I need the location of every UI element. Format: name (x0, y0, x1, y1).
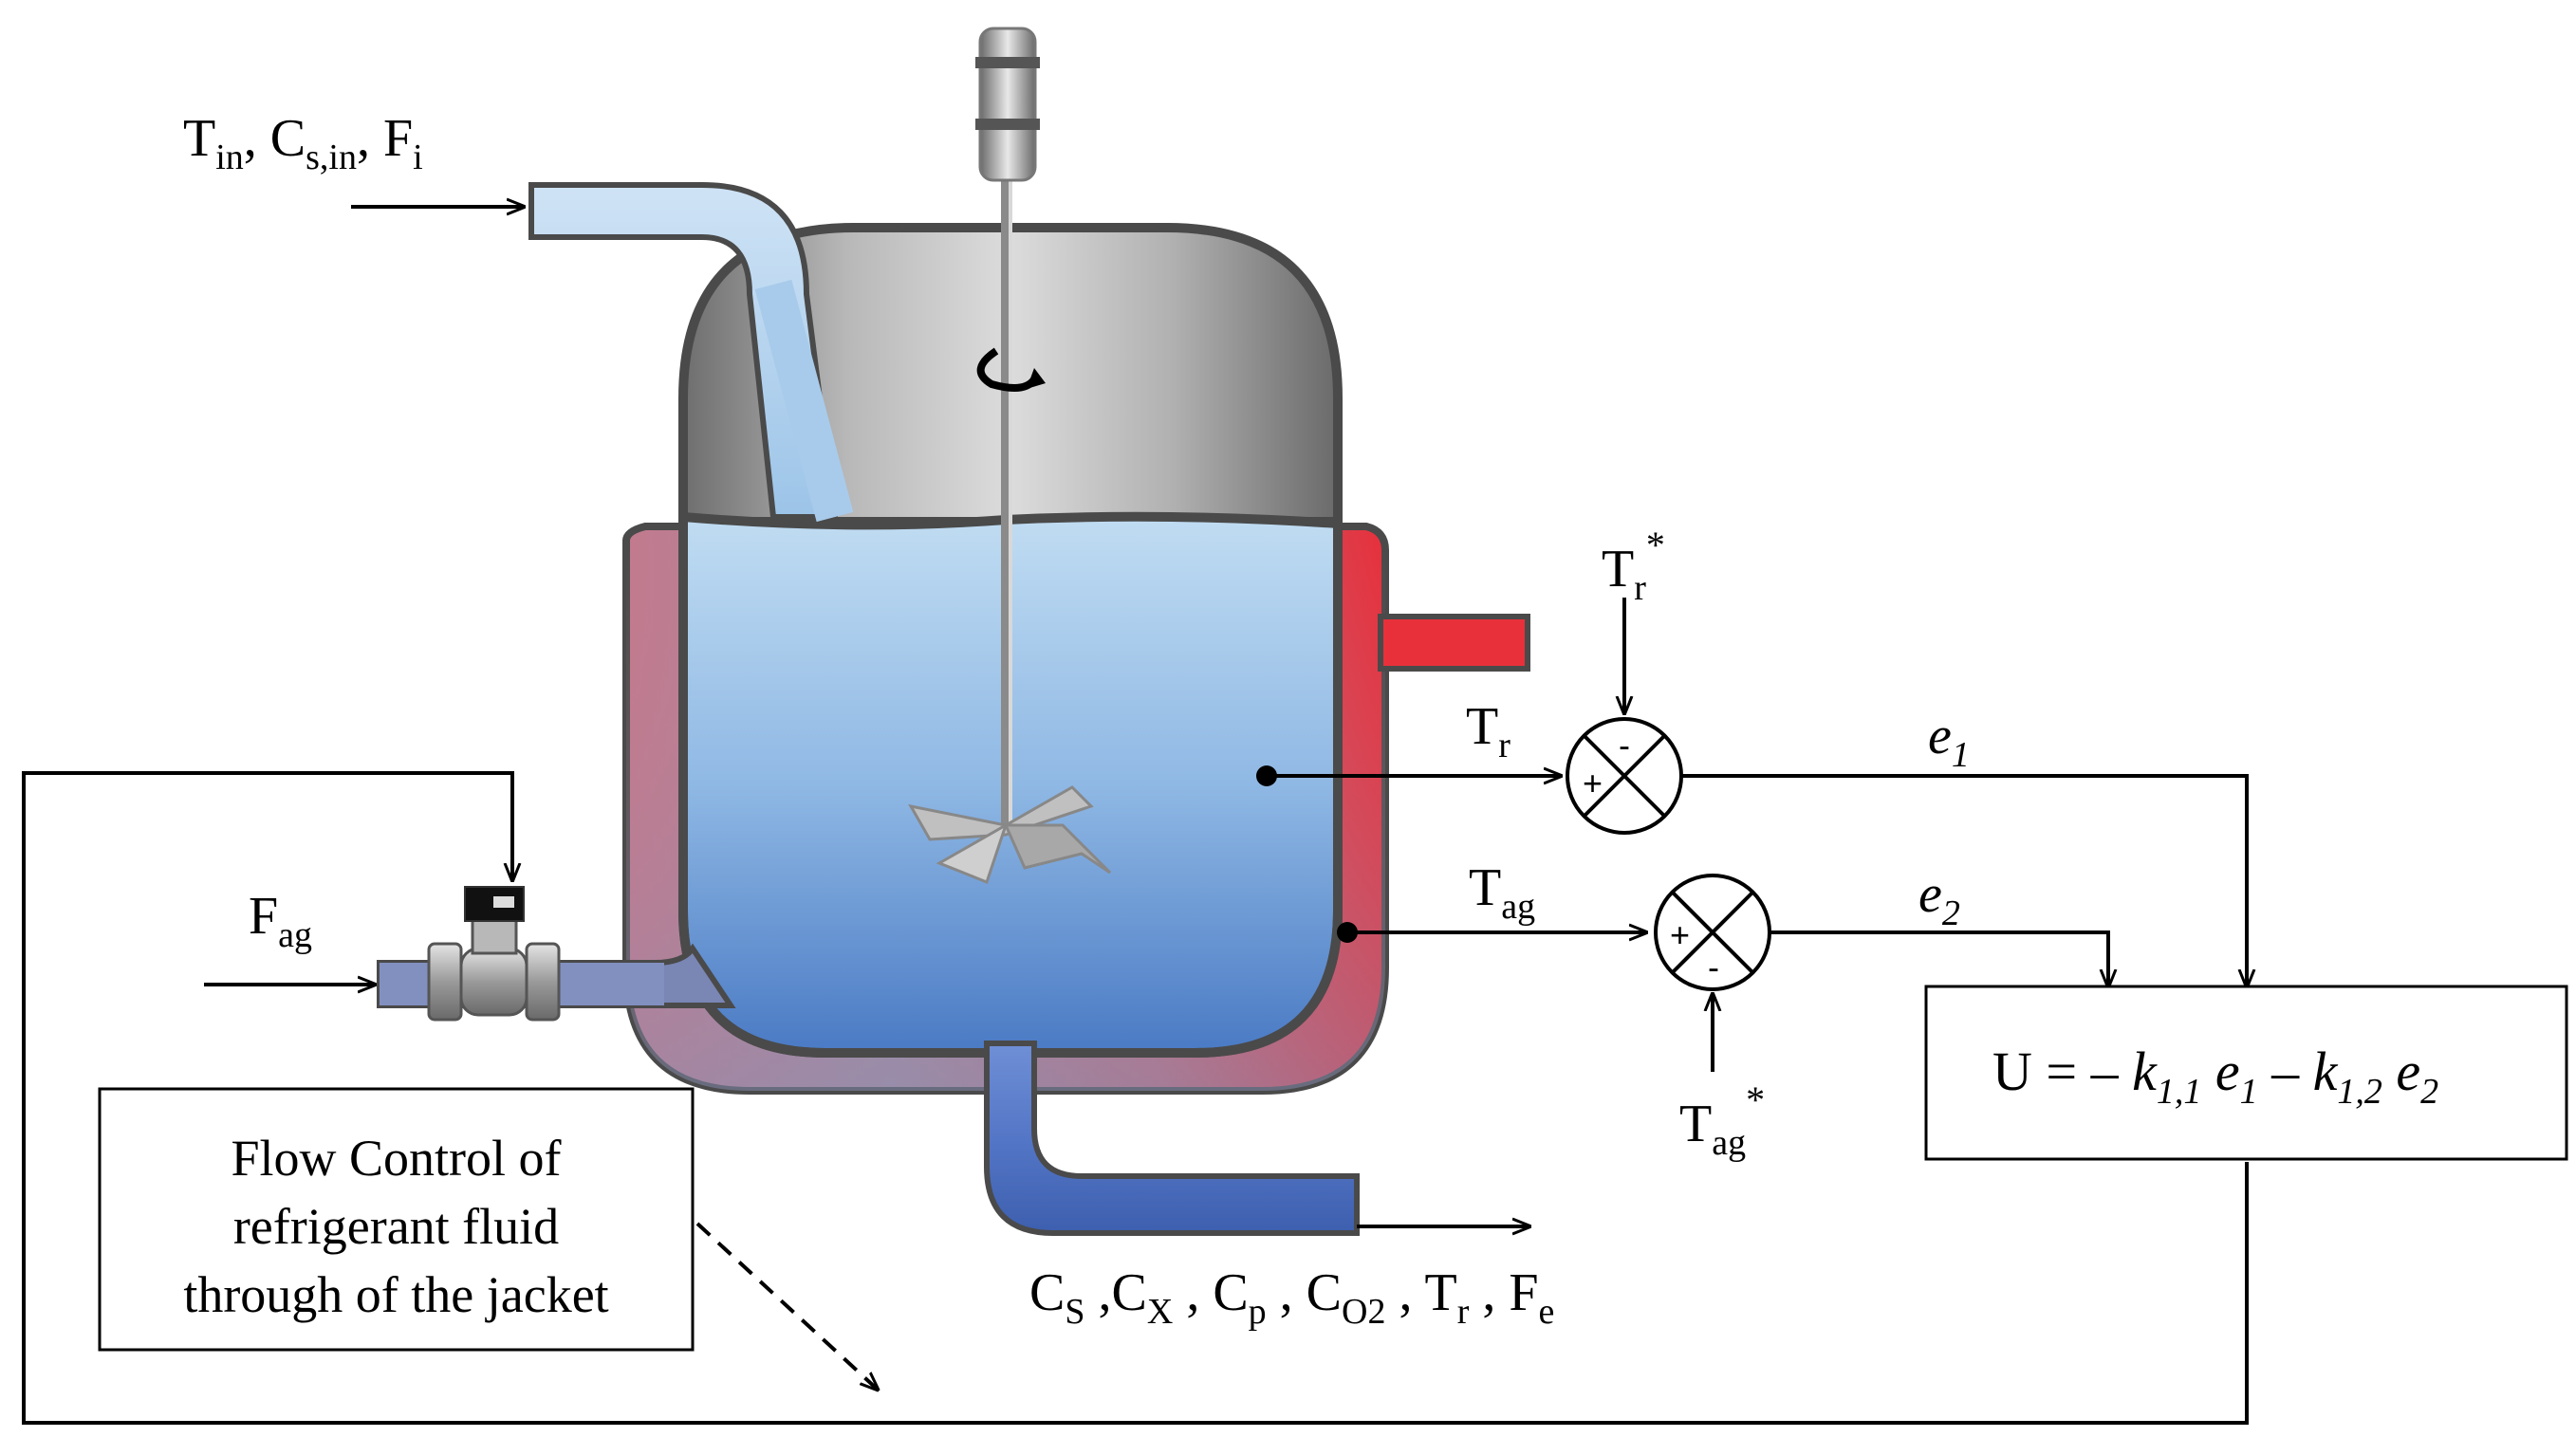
summer-2-minus: - (1708, 948, 1719, 986)
flow-control-box (98, 1087, 695, 1352)
inlet-label: Tin, Cs,in, Fi (183, 109, 423, 177)
solenoid-valve (427, 886, 561, 1022)
reactor-setpoint-label: Tr* (1602, 524, 1665, 608)
outlet-pipe (984, 1041, 1360, 1236)
rotation-icon (976, 347, 1046, 392)
coolant-flow-label: Fag (249, 887, 313, 955)
outlet-label: CS ,CX , Cp , CO2 , Tr , Fe (1029, 1263, 1555, 1332)
summer-1-plus: + (1583, 764, 1603, 802)
jacket-temp-sensor (1337, 922, 1358, 943)
summer-2-plus: + (1670, 915, 1691, 954)
error-2-label: e2 (1918, 865, 1960, 933)
signal-lines (22, 207, 2247, 1425)
jacket-temp-label: Tag (1469, 858, 1536, 927)
summing-junction-1 (1566, 717, 1683, 835)
reactor-temp-label: Tr (1466, 697, 1510, 765)
flow-control-line-1: Flow Control of (231, 1130, 562, 1187)
reactor-temp-sensor (1256, 765, 1277, 786)
error-1-label: e1 (1928, 707, 1970, 775)
jacket-setpoint-label: Tag* (1679, 1078, 1766, 1163)
controller-box (1924, 985, 2568, 1161)
inlet-pipe (528, 182, 854, 523)
flow-control-line-2: refrigerant fluid (232, 1198, 560, 1255)
flow-control-text: Flow Control of refrigerant fluid throug… (100, 1124, 693, 1329)
flow-control-line-3: through of the jacket (183, 1266, 609, 1323)
summer-1-minus: - (1619, 726, 1630, 765)
control-law: U = – k1,1 e1 – k1,2 e2 (1992, 1041, 2439, 1112)
agitator (908, 27, 1112, 884)
summing-junction-2 (1654, 874, 1771, 991)
